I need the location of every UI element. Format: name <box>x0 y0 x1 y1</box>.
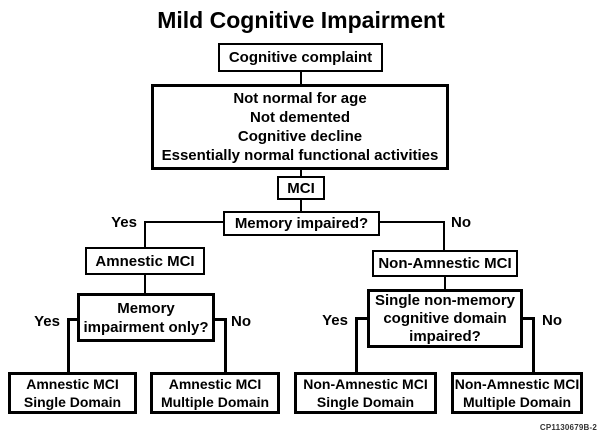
branch-label-no-left-tree: No <box>231 313 251 330</box>
branch-line-no-stub-left-tree <box>214 318 227 321</box>
non-amnestic-multiple-line: Non-Amnestic MCI <box>454 376 580 392</box>
node-non-amnestic-multiple-domain: Non-Amnestic MCI Multiple Domain <box>451 372 583 414</box>
criteria-line: Essentially normal functional activities <box>161 147 439 164</box>
node-non-amnestic-mci: Non-Amnestic MCI <box>372 250 518 277</box>
node-mci-label: MCI <box>287 179 315 197</box>
connector-non-amnestic-to-question <box>444 276 446 290</box>
node-memory-impairment-only: Memory impairment only? <box>77 293 215 342</box>
branch-line-yes-horizontal <box>145 221 224 223</box>
node-non-amnestic-mci-label: Non-Amnestic MCI <box>378 255 512 272</box>
branch-line-yes-vertical-right-tree <box>355 317 358 374</box>
single-non-memory-line: Single non-memory <box>374 291 516 309</box>
branch-line-yes-vertical-left-tree <box>67 318 70 374</box>
criteria-line: Not normal for age <box>233 90 367 107</box>
node-cognitive-complaint-label: Cognitive complaint <box>228 49 373 66</box>
connector-criteria-to-mci <box>300 168 302 178</box>
node-mci: MCI <box>277 176 325 200</box>
branch-line-yes-stub-left-tree <box>67 318 79 321</box>
memory-impairment-only-line: impairment only? <box>83 318 209 336</box>
amnestic-multiple-line: Amnestic MCI <box>168 376 262 392</box>
non-amnestic-multiple-line: Multiple Domain <box>462 394 572 410</box>
node-amnestic-mci-label: Amnestic MCI <box>95 252 195 270</box>
branch-line-yes-stub-right-tree <box>355 317 369 320</box>
node-cognitive-complaint: Cognitive complaint <box>218 43 383 72</box>
node-amnestic-single-domain: Amnestic MCI Single Domain <box>8 372 137 414</box>
amnestic-single-line: Amnestic MCI <box>26 376 119 392</box>
branch-line-no-horizontal <box>379 221 444 223</box>
node-single-non-memory: Single non-memory cognitive domain impai… <box>367 289 523 348</box>
criteria-line: Not demented <box>249 109 350 126</box>
criteria-line: Cognitive decline <box>237 128 363 145</box>
page-title: Mild Cognitive Impairment <box>157 7 445 33</box>
connector-mci-to-question <box>300 199 302 212</box>
node-amnestic-multiple-domain: Amnestic MCI Multiple Domain <box>150 372 280 414</box>
amnestic-single-line: Single Domain <box>23 394 122 410</box>
branch-line-no-vertical-left-tree <box>224 318 227 374</box>
branch-line-no-vertical <box>443 221 445 251</box>
non-amnestic-single-line: Non-Amnestic MCI <box>303 376 428 392</box>
node-criteria: Not normal for age Not demented Cognitiv… <box>151 84 449 170</box>
figure-code: CP1130679B-2 <box>539 423 597 432</box>
memory-impairment-only-line: Memory <box>117 299 175 317</box>
node-memory-impaired: Memory impaired? <box>223 211 380 236</box>
branch-label-yes-memory: Yes <box>111 214 137 231</box>
branch-line-yes-vertical <box>144 221 146 248</box>
node-memory-impaired-label: Memory impaired? <box>234 215 369 232</box>
branch-label-no-right-tree: No <box>542 312 562 329</box>
non-amnestic-single-line: Single Domain <box>316 394 415 410</box>
branch-line-no-stub-right-tree <box>521 317 535 320</box>
branch-label-no-memory: No <box>451 214 471 231</box>
amnestic-multiple-line: Multiple Domain <box>160 394 270 410</box>
single-non-memory-line: cognitive domain <box>383 309 507 327</box>
node-amnestic-mci: Amnestic MCI <box>85 247 205 275</box>
node-non-amnestic-single-domain: Non-Amnestic MCI Single Domain <box>294 372 437 414</box>
single-non-memory-line: impaired? <box>409 327 481 345</box>
branch-label-yes-left-tree: Yes <box>34 313 60 330</box>
connector-amnestic-to-question <box>144 274 146 294</box>
branch-line-no-vertical-right-tree <box>532 317 535 374</box>
branch-label-yes-right-tree: Yes <box>322 312 348 329</box>
connector-complaint-to-criteria <box>300 71 302 86</box>
